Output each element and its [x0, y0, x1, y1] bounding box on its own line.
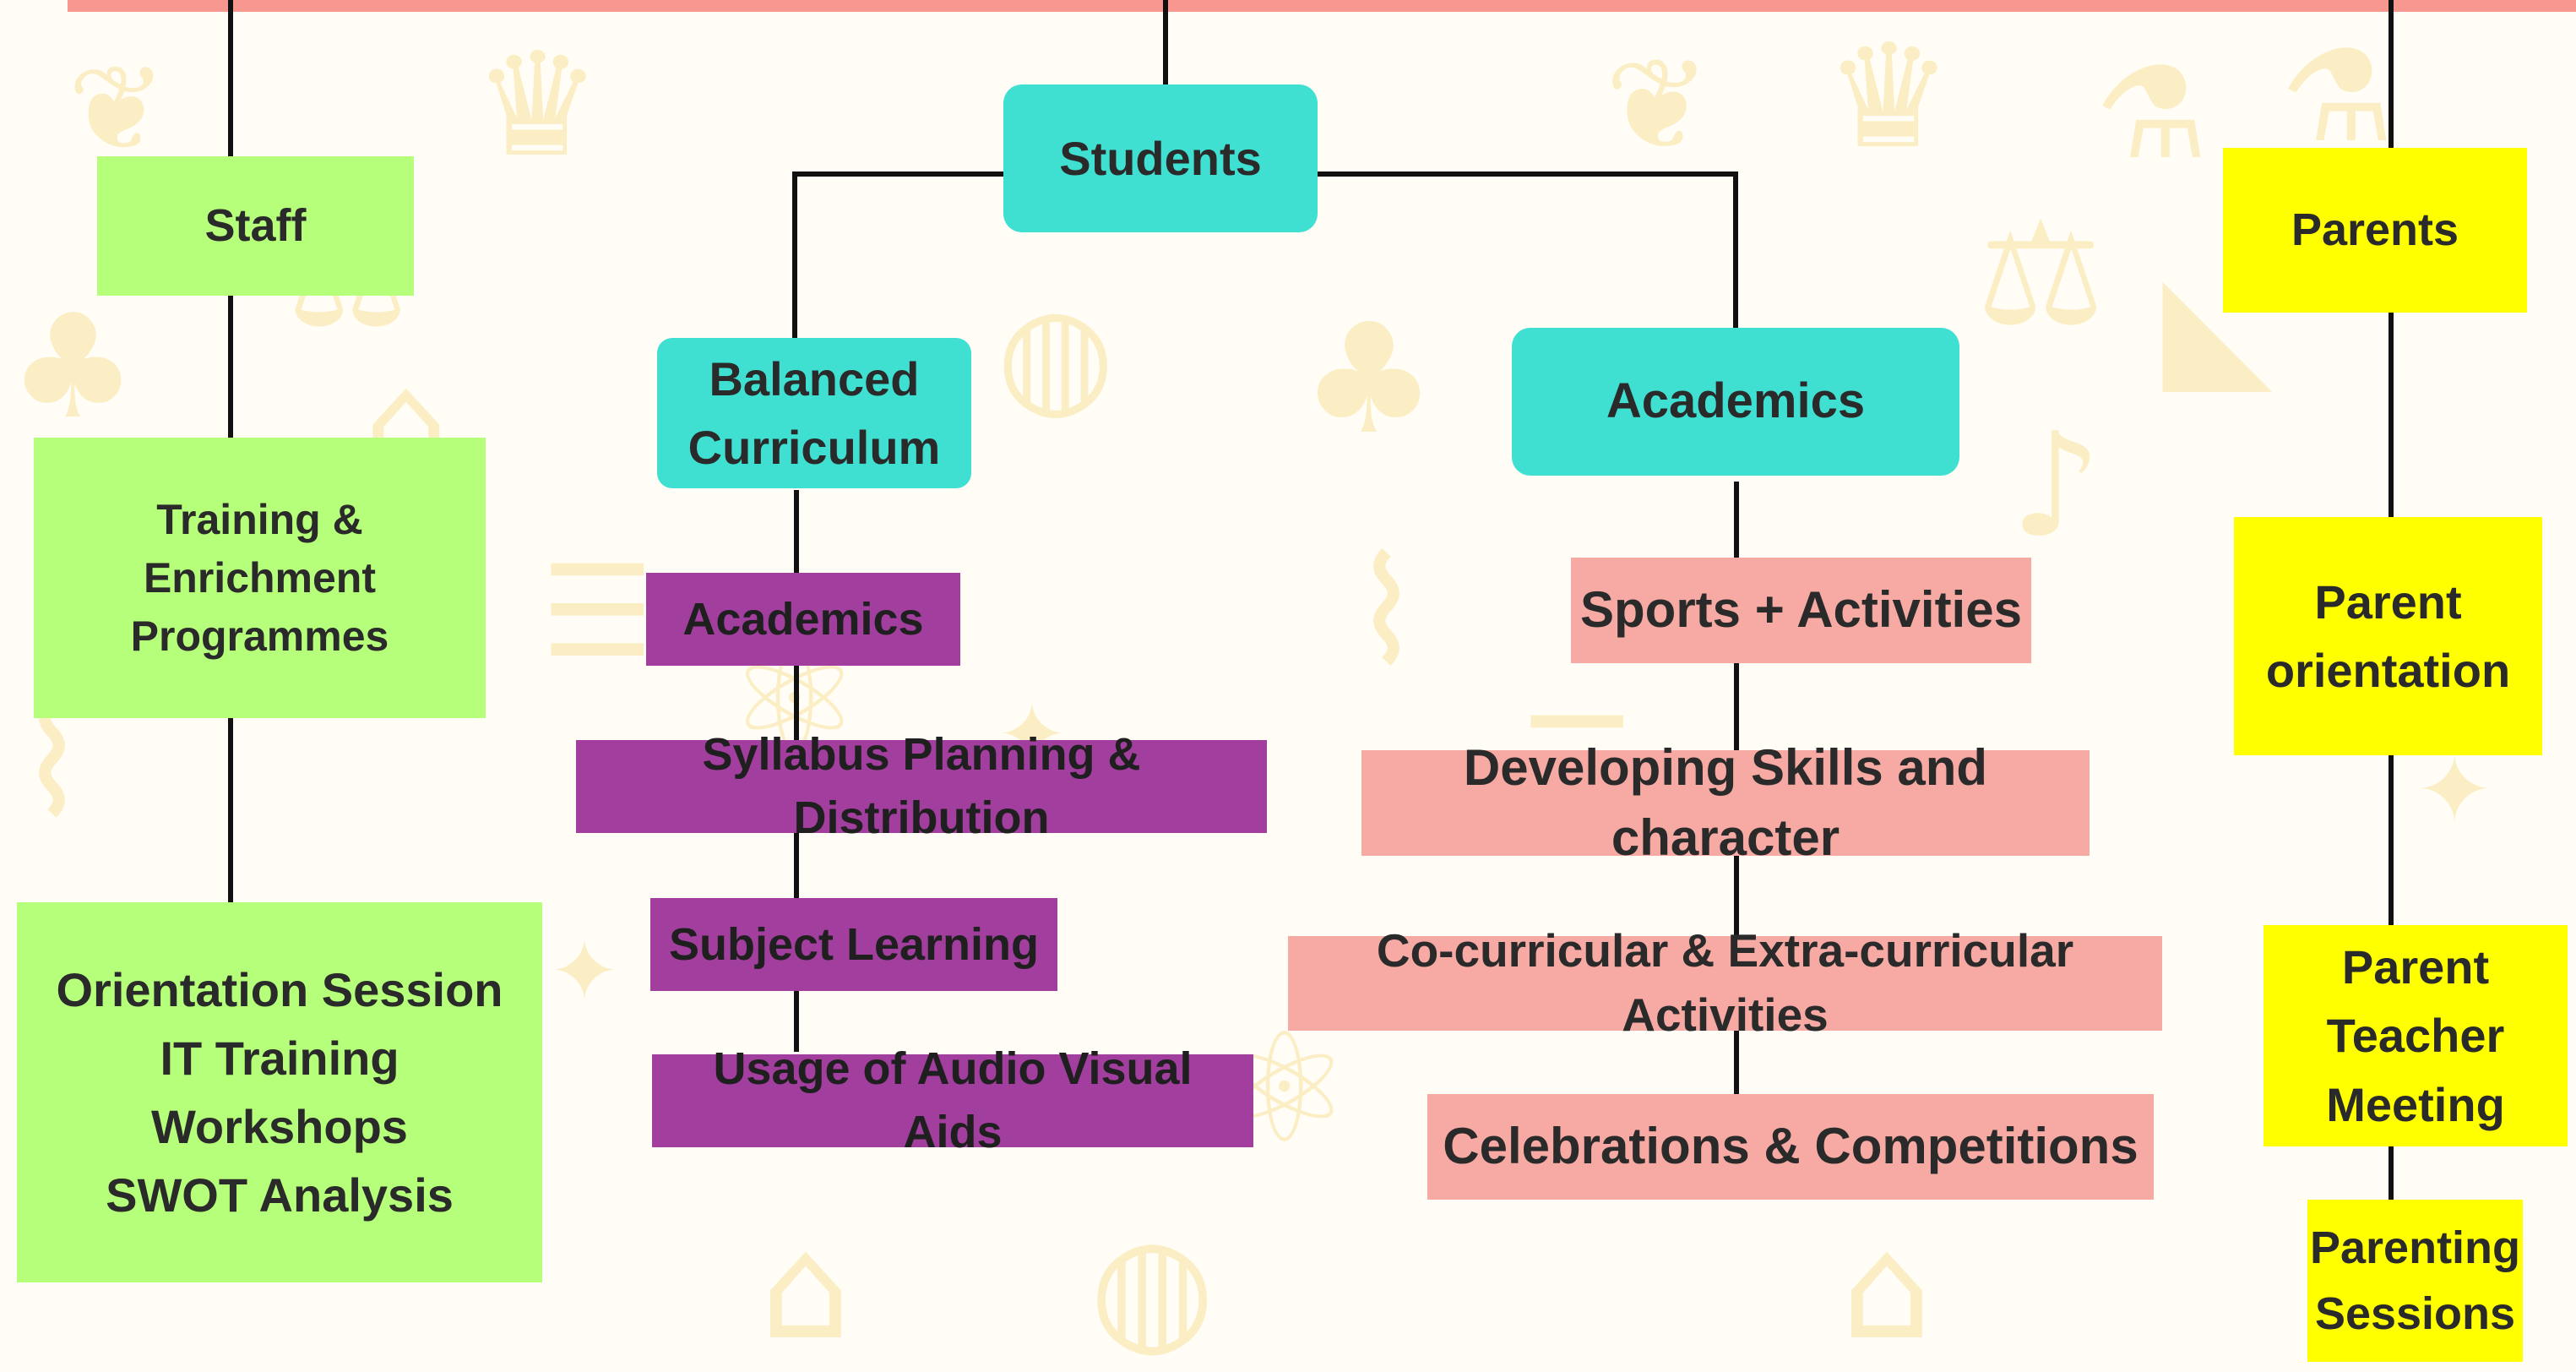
academics-item-sports: Sports + Activities [1571, 558, 2031, 663]
flask-icon: ⚗ [2280, 24, 2394, 171]
trophy-icon: ♛ [1824, 14, 1954, 181]
connector-line [1163, 0, 1168, 84]
parent-orientation-node: Parent orientation [2234, 517, 2542, 755]
star-icon: ✦ [2416, 736, 2494, 844]
top-bar [68, 0, 2576, 12]
connector-line [792, 172, 797, 340]
butterfly-icon: ❦ [1605, 32, 1711, 179]
academics-item-co-curricular: Co-curricular & Extra-curricular Activit… [1288, 924, 2162, 1041]
globe-icon: ◍ [1090, 1205, 1215, 1372]
compass-icon: ⚖ [1976, 191, 2106, 358]
students-node: Students [1003, 84, 1318, 232]
academics-item-celebrations: Celebrations & Competitions [1427, 1094, 2154, 1200]
balanced-curriculum-node: Balanced Curriculum [657, 338, 971, 488]
staff-sessions-node: Orientation Session IT Training Workshop… [17, 902, 542, 1282]
star-icon: ✦ [549, 922, 620, 1021]
academics-item-developing-skills: Developing Skills and character [1361, 739, 2090, 866]
tree-icon: ♣ [1301, 291, 1437, 468]
trophy-icon: ♛ [473, 22, 602, 189]
curriculum-item-syllabus-planning: Syllabus Planning & Distribution [576, 729, 1267, 843]
parenting-sessions-node: Parenting Sessions [2307, 1200, 2523, 1362]
book-stack-icon: ☰ [541, 539, 655, 686]
parent-teacher-meeting-node: Parent Teacher Meeting [2264, 925, 2568, 1146]
connector-line [1733, 172, 1738, 332]
curriculum-item-subject-learning: Subject Learning [650, 898, 1057, 991]
training-enrichment-node: Training & Enrichment Programmes [34, 438, 486, 718]
staff-node: Staff [97, 156, 414, 296]
butterfly-icon: ❦ [68, 41, 167, 178]
dna-icon: ⌇ [1351, 529, 1422, 696]
tree-icon: ♣ [8, 284, 138, 451]
building-icon: ⌂ [760, 1205, 851, 1372]
building-icon: ⌂ [1841, 1205, 1932, 1372]
violin-icon: ♪ [2010, 402, 2102, 569]
parents-node: Parents [2223, 148, 2527, 313]
curriculum-item-academics: Academics [646, 573, 960, 666]
microscope-icon: ⚗ [2095, 41, 2209, 188]
academics-node: Academics [1512, 328, 1959, 476]
globe-icon: ◍ [997, 275, 1115, 433]
curriculum-item-audio-visual-aids: Usage of Audio Visual Aids [652, 1043, 1253, 1157]
